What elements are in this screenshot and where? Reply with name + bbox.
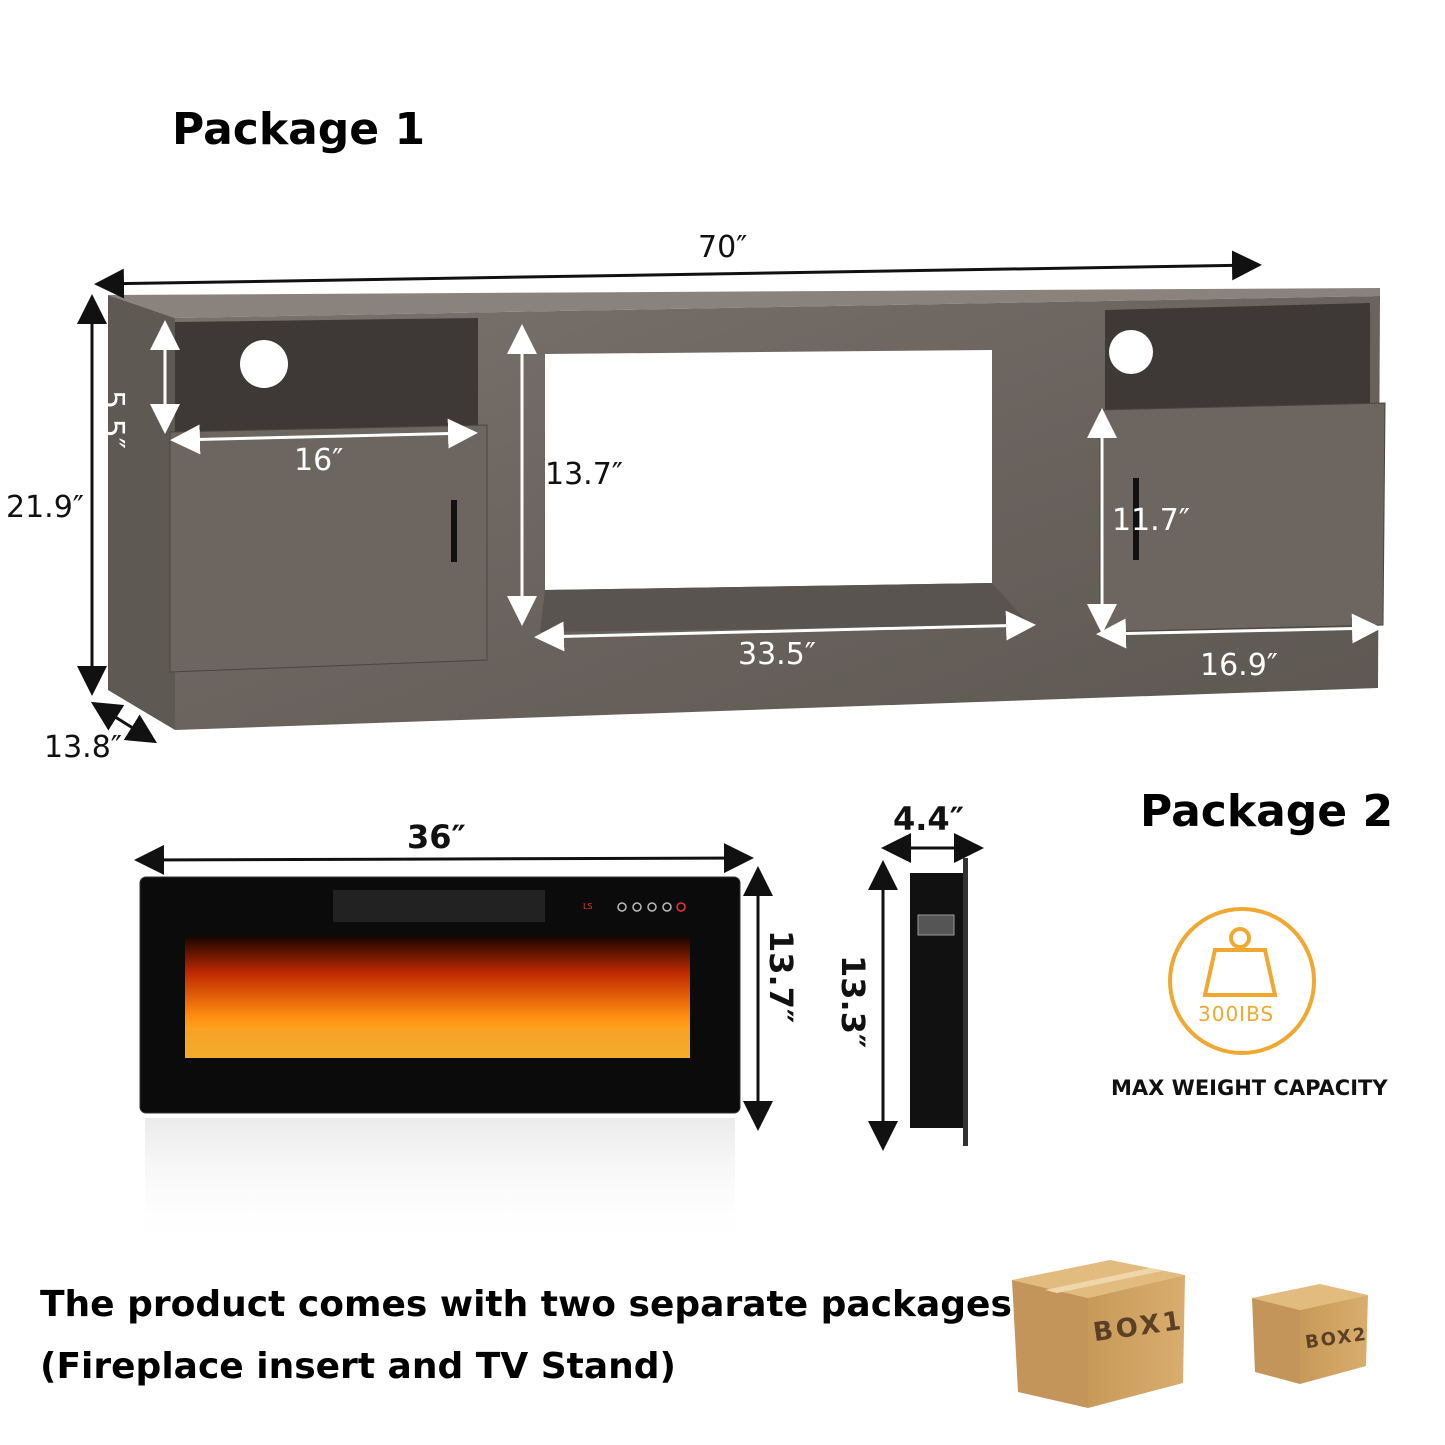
dim-height: 21.9″	[6, 490, 85, 525]
dim-fireplace-width: 36″	[407, 818, 466, 856]
dim-opening-width: 33.5″	[738, 637, 817, 672]
package1-title: Package 1	[172, 104, 426, 155]
dim-fireplace-height: 13.7″	[762, 930, 800, 1024]
stand-dimension-arrows	[77, 250, 1382, 744]
heater-vent	[333, 890, 545, 922]
right-cubby	[1105, 303, 1370, 410]
fireplace-insert	[139, 876, 741, 1248]
dim-cubby-height: 5.5″	[95, 390, 130, 449]
weight-badge	[1168, 907, 1316, 1055]
weight-icon	[1229, 927, 1251, 949]
right-door-handle	[1133, 478, 1139, 560]
dim-right-door-height: 11.7″	[1112, 503, 1191, 538]
ember-bed	[185, 1030, 690, 1058]
fireplace-reflection	[145, 1118, 735, 1248]
control-buttons	[617, 902, 686, 912]
weight-value: 300IBS	[1198, 1002, 1275, 1026]
opening-width-arrow	[534, 610, 1036, 652]
fireplace-opening	[545, 350, 992, 590]
dim-width: 70″	[698, 230, 748, 265]
box2-illustration	[1252, 1284, 1368, 1384]
dim-opening-height: 13.7″	[545, 457, 624, 492]
box1-illustration	[1012, 1260, 1185, 1408]
left-door-handle	[451, 500, 457, 562]
cable-hole-right	[1109, 330, 1153, 374]
footer-line-1: The product comes with two separate pack…	[40, 1284, 1012, 1325]
left-cubby	[175, 318, 478, 432]
control-panel-label: LS	[583, 902, 593, 911]
opening-floor	[540, 583, 1030, 632]
right-door-width-arrow	[1096, 613, 1382, 649]
fireplace-width-arrow	[134, 843, 754, 875]
package2-title: Package 2	[1140, 786, 1394, 837]
left-door-arrow	[170, 418, 478, 455]
dim-side-height: 13.3″	[834, 955, 872, 1049]
weight-caption: MAX WEIGHT CAPACITY	[1111, 1076, 1388, 1100]
dim-fireplace-depth: 4.4″	[893, 800, 964, 838]
dim-right-door-width: 16.9″	[1200, 648, 1279, 683]
fireplace-side-view	[910, 858, 968, 1146]
width-arrow	[94, 250, 1262, 299]
dim-depth: 13.8″	[44, 730, 123, 765]
cable-hole-left	[240, 340, 288, 388]
dim-left-door: 16″	[294, 443, 344, 478]
depth-arrow	[90, 701, 158, 744]
side-handle	[917, 914, 955, 936]
footer-line-2: (Fireplace insert and TV Stand)	[40, 1346, 677, 1387]
fireplace-dimension-arrows	[134, 833, 984, 1151]
